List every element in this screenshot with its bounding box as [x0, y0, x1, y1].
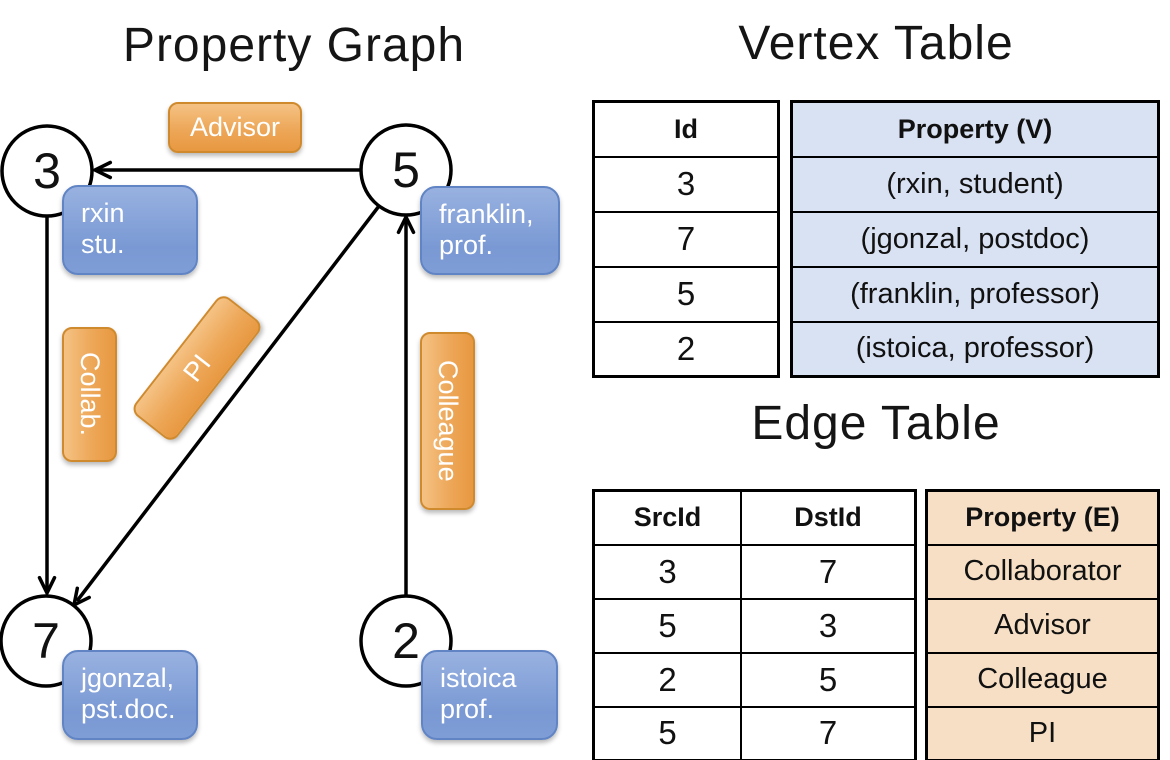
edge-table-dst-header: DstId — [740, 489, 917, 546]
table-cell: (rxin, student) — [790, 155, 1160, 213]
vertex-table-title: Vertex Table — [738, 17, 1014, 70]
edge-5-3-arrowhead-icon — [91, 160, 113, 180]
table-cell: 2 — [592, 320, 780, 378]
table-cell: Advisor — [925, 597, 1160, 654]
vertex-property-line: franklin, — [439, 199, 534, 229]
vertex-property-line: prof. — [439, 230, 494, 260]
vertex-property-line: prof. — [440, 694, 495, 724]
table-cell: 5 — [592, 705, 742, 760]
node-2-id: 2 — [392, 613, 420, 669]
table-cell: Colleague — [925, 651, 1160, 708]
edge-label-collab: Collab. — [62, 327, 117, 462]
node-5-id: 5 — [392, 142, 420, 198]
edge-3-7-arrowhead-icon — [37, 575, 57, 597]
edge-label-advisor: Advisor — [168, 102, 302, 153]
property-graph-title: Property Graph — [122, 19, 466, 72]
vertex-property-line: rxin — [81, 198, 125, 228]
table-cell: Collaborator — [925, 543, 1160, 600]
vertex-table-property-header: Property (V) — [790, 100, 1160, 158]
table-cell: 2 — [592, 651, 742, 708]
edge-label-colleague: Colleague — [420, 332, 475, 510]
edge-table-property-column: Property (E) Collaborator Advisor Collea… — [925, 489, 1160, 760]
vertex-property-box-3: rxin stu. — [62, 185, 198, 275]
table-cell: 5 — [592, 597, 742, 654]
edge-table-src-header: SrcId — [592, 489, 742, 546]
table-cell: 3 — [592, 155, 780, 213]
vertex-property-line: istoica — [440, 663, 517, 693]
table-cell: 7 — [592, 210, 780, 268]
vertex-table-id-header: Id — [592, 100, 780, 158]
vertex-property-line: jgonzal, — [81, 663, 175, 693]
table-cell: PI — [925, 705, 1160, 760]
edge-5-7-line — [75, 204, 381, 603]
table-cell: 5 — [740, 651, 917, 708]
vertex-table-property-column: Property (V) (rxin, student) (jgonzal, p… — [790, 100, 1160, 378]
edge-2-5-arrowhead-icon — [396, 213, 416, 235]
edge-table-id-columns: SrcId DstId 3 7 5 3 2 5 5 7 — [592, 489, 917, 760]
edge-table-property-header: Property (E) — [925, 489, 1160, 546]
vertex-table-id-column: Id 3 7 5 2 — [592, 100, 780, 378]
table-cell: 3 — [592, 543, 742, 600]
vertex-property-line: pst.doc. — [81, 694, 176, 724]
table-cell: 3 — [740, 597, 917, 654]
node-7-id: 7 — [32, 613, 60, 669]
vertex-property-box-7: jgonzal, pst.doc. — [62, 650, 198, 740]
edge-table-title: Edge Table — [751, 397, 1001, 450]
vertex-property-box-2: istoica prof. — [421, 650, 558, 740]
table-cell: 7 — [740, 543, 917, 600]
table-cell: (jgonzal, postdoc) — [790, 210, 1160, 268]
table-cell: 7 — [740, 705, 917, 760]
vertex-property-box-5: franklin, prof. — [420, 186, 560, 275]
vertex-property-line: stu. — [81, 229, 125, 259]
node-3-id: 3 — [33, 143, 61, 199]
table-cell: (franklin, professor) — [790, 265, 1160, 323]
table-cell: (istoica, professor) — [790, 320, 1160, 378]
table-cell: 5 — [592, 265, 780, 323]
